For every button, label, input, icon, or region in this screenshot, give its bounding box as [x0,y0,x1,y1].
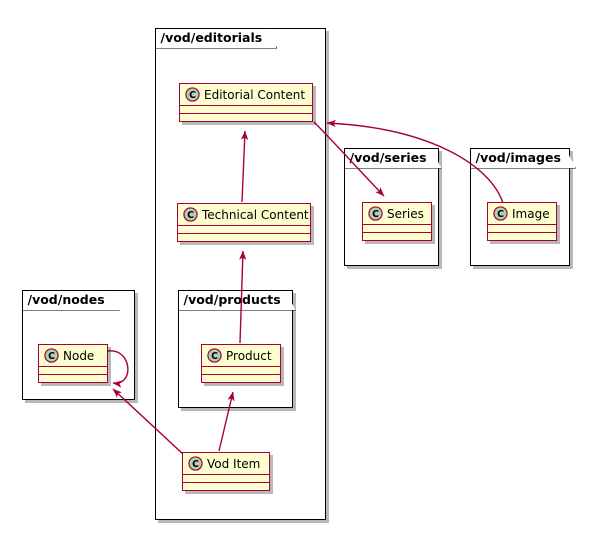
class-node[interactable]: C Node [38,344,108,383]
svg-text:C: C [372,209,379,220]
class-title-row: C Editorial Content [180,84,312,106]
class-editorial-content[interactable]: C Editorial Content [179,83,313,122]
class-name: Vod Item [207,456,261,471]
class-methods-compartment [39,375,107,382]
class-title-row: C Series [363,203,431,225]
class-stereotype-icon: C [44,348,59,363]
class-product[interactable]: C Product [201,344,281,383]
class-image[interactable]: C Image [487,202,557,241]
class-stereotype-icon: C [493,206,508,221]
svg-text:C: C [189,90,196,101]
package-label-vod-products: /vod/products [178,290,296,311]
svg-text:C: C [192,459,199,470]
class-title-row: C Image [488,203,556,225]
class-name: Product [226,348,272,363]
class-attributes-compartment [39,367,107,375]
class-methods-compartment [488,233,556,240]
class-technical-content[interactable]: C Technical Content [177,203,311,242]
class-vod-item[interactable]: C Vod Item [182,452,270,491]
package-label-vod-editorials: /vod/editorials [155,28,278,49]
class-series[interactable]: C Series [362,202,432,241]
class-stereotype-icon: C [207,348,222,363]
class-attributes-compartment [178,226,310,234]
class-name: Node [63,348,95,363]
class-name: Editorial Content [204,87,306,102]
class-methods-compartment [363,233,431,240]
class-attributes-compartment [488,225,556,233]
package-label-vod-images: /vod/images [470,148,576,169]
class-stereotype-icon: C [188,456,203,471]
class-attributes-compartment [202,367,280,375]
class-attributes-compartment [180,106,312,114]
class-stereotype-icon: C [183,207,198,222]
svg-text:C: C [48,351,55,362]
class-name: Technical Content [202,207,309,222]
class-methods-compartment [183,483,269,490]
class-title-row: C Node [39,345,107,367]
svg-text:C: C [497,209,504,220]
class-methods-compartment [180,114,312,121]
package-label-vod-series: /vod/series [344,148,442,169]
class-attributes-compartment [363,225,431,233]
class-title-row: C Vod Item [183,453,269,475]
class-stereotype-icon: C [368,206,383,221]
svg-text:C: C [187,210,194,221]
class-title-row: C Technical Content [178,204,310,226]
class-methods-compartment [202,375,280,382]
class-name: Series [387,206,424,221]
class-stereotype-icon: C [185,87,200,102]
class-name: Image [512,206,550,221]
svg-text:C: C [211,351,218,362]
class-attributes-compartment [183,475,269,483]
class-title-row: C Product [202,345,280,367]
package-label-vod-nodes: /vod/nodes [22,290,120,311]
class-methods-compartment [178,234,310,241]
